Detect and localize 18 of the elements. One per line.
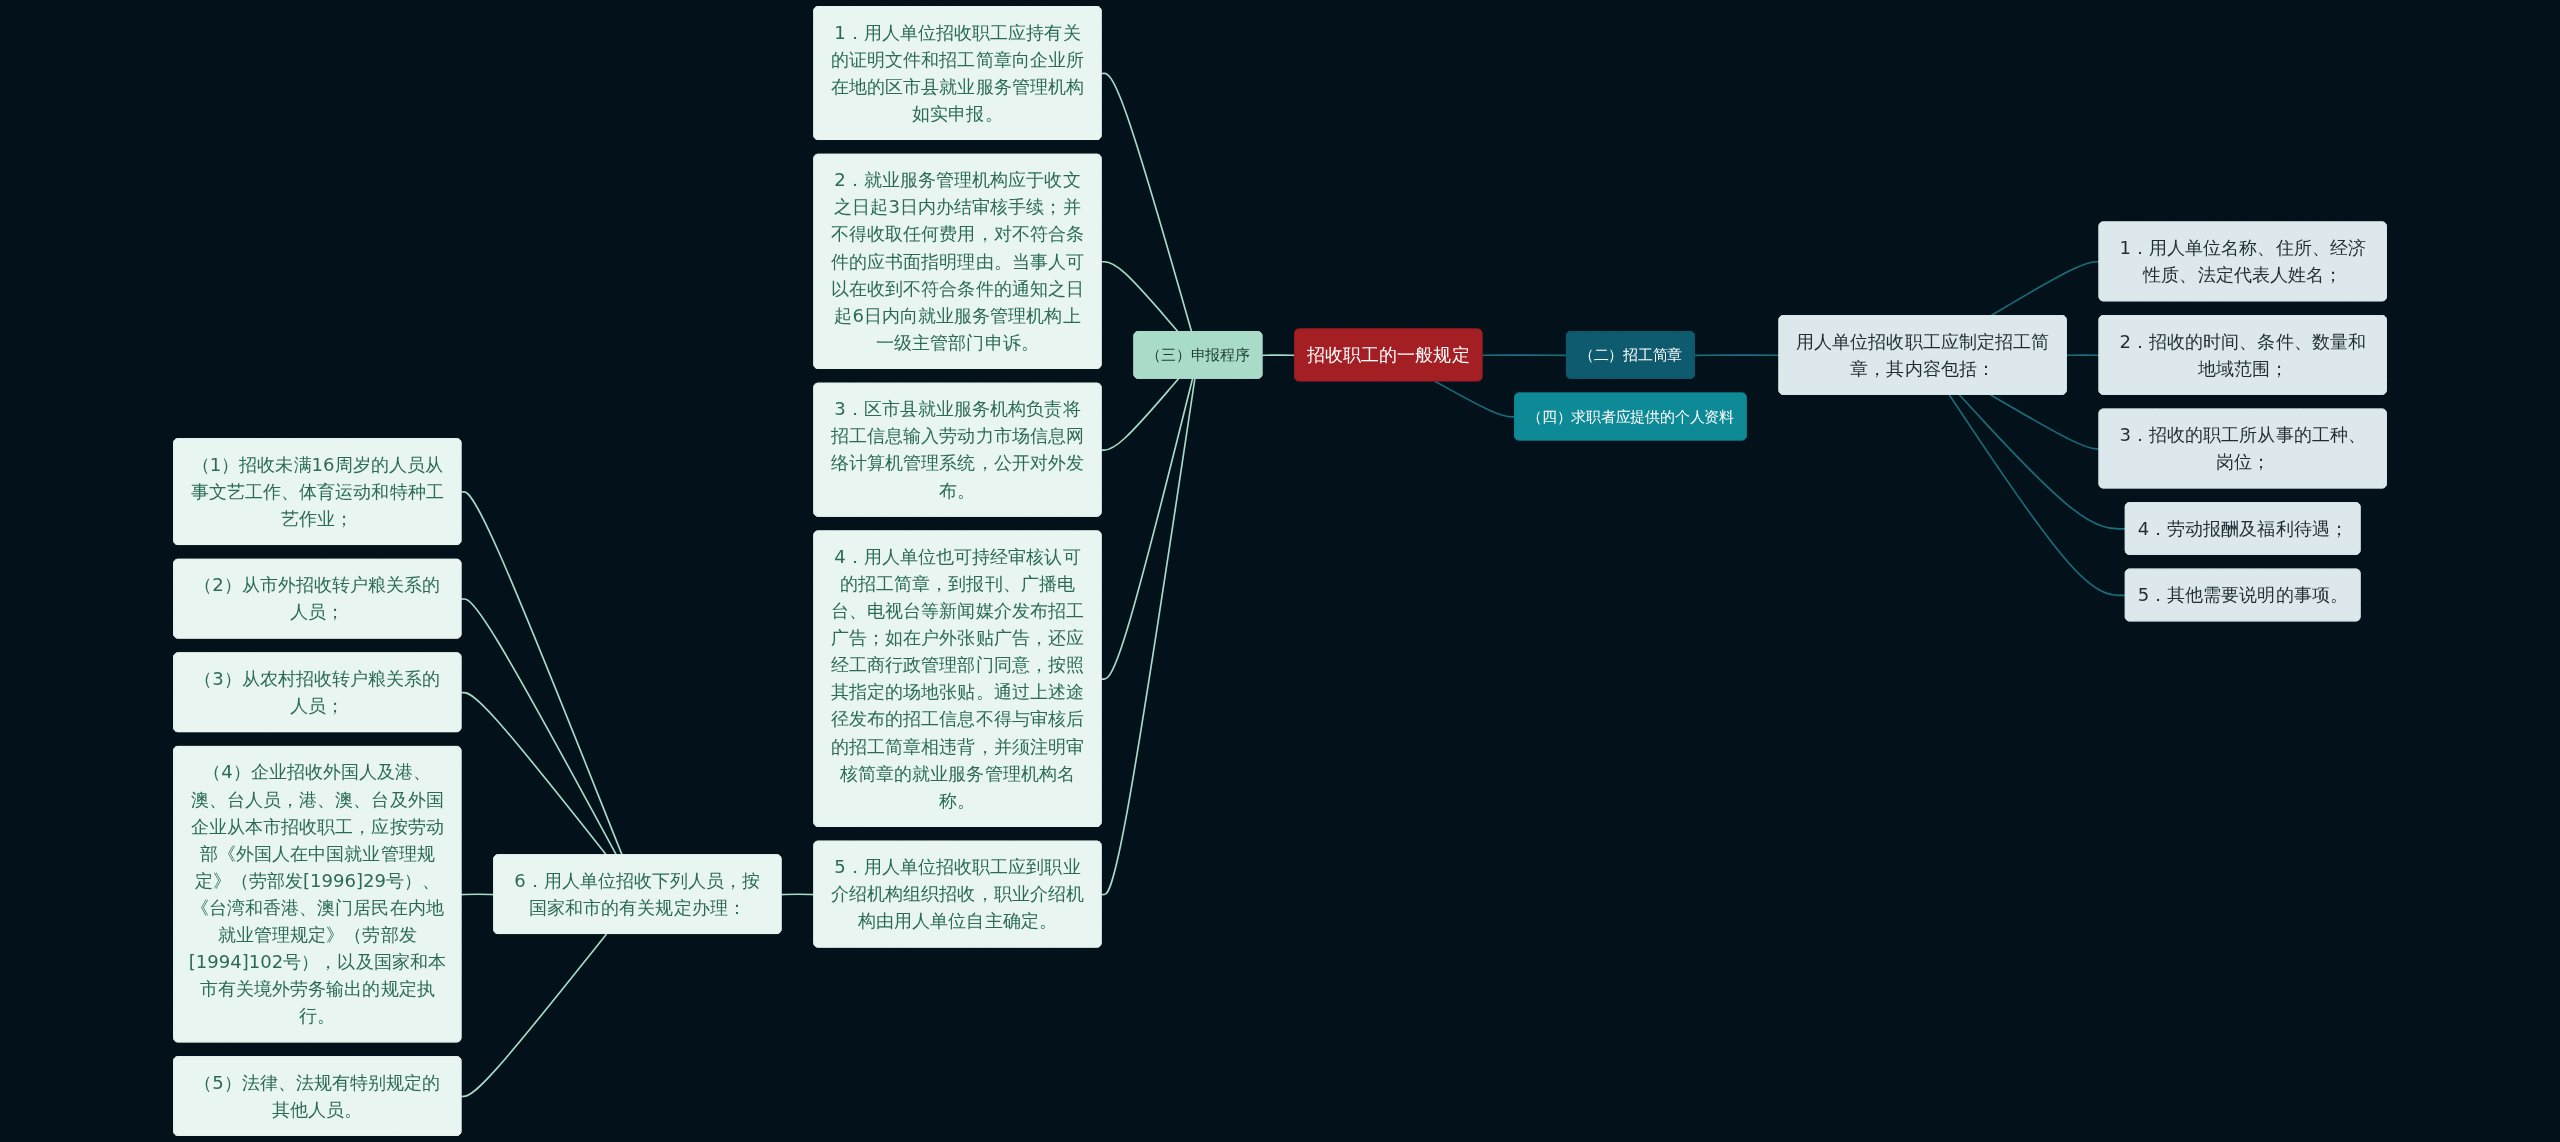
connector [2065, 354, 2101, 357]
connector [1481, 354, 1568, 357]
connector [460, 691, 608, 856]
connector [460, 893, 495, 896]
connector [1958, 393, 2127, 530]
connector [1434, 380, 1516, 418]
connector [1100, 72, 1193, 333]
connector [1989, 393, 2101, 450]
connector [1261, 354, 1296, 357]
connector [1100, 377, 1196, 896]
connector [460, 598, 618, 856]
connector [460, 491, 623, 856]
connector [1100, 377, 1194, 680]
connector [460, 933, 608, 1098]
connector [1948, 393, 2127, 597]
connector [1989, 260, 2101, 317]
connector [1100, 377, 1180, 451]
connector [1100, 260, 1180, 333]
